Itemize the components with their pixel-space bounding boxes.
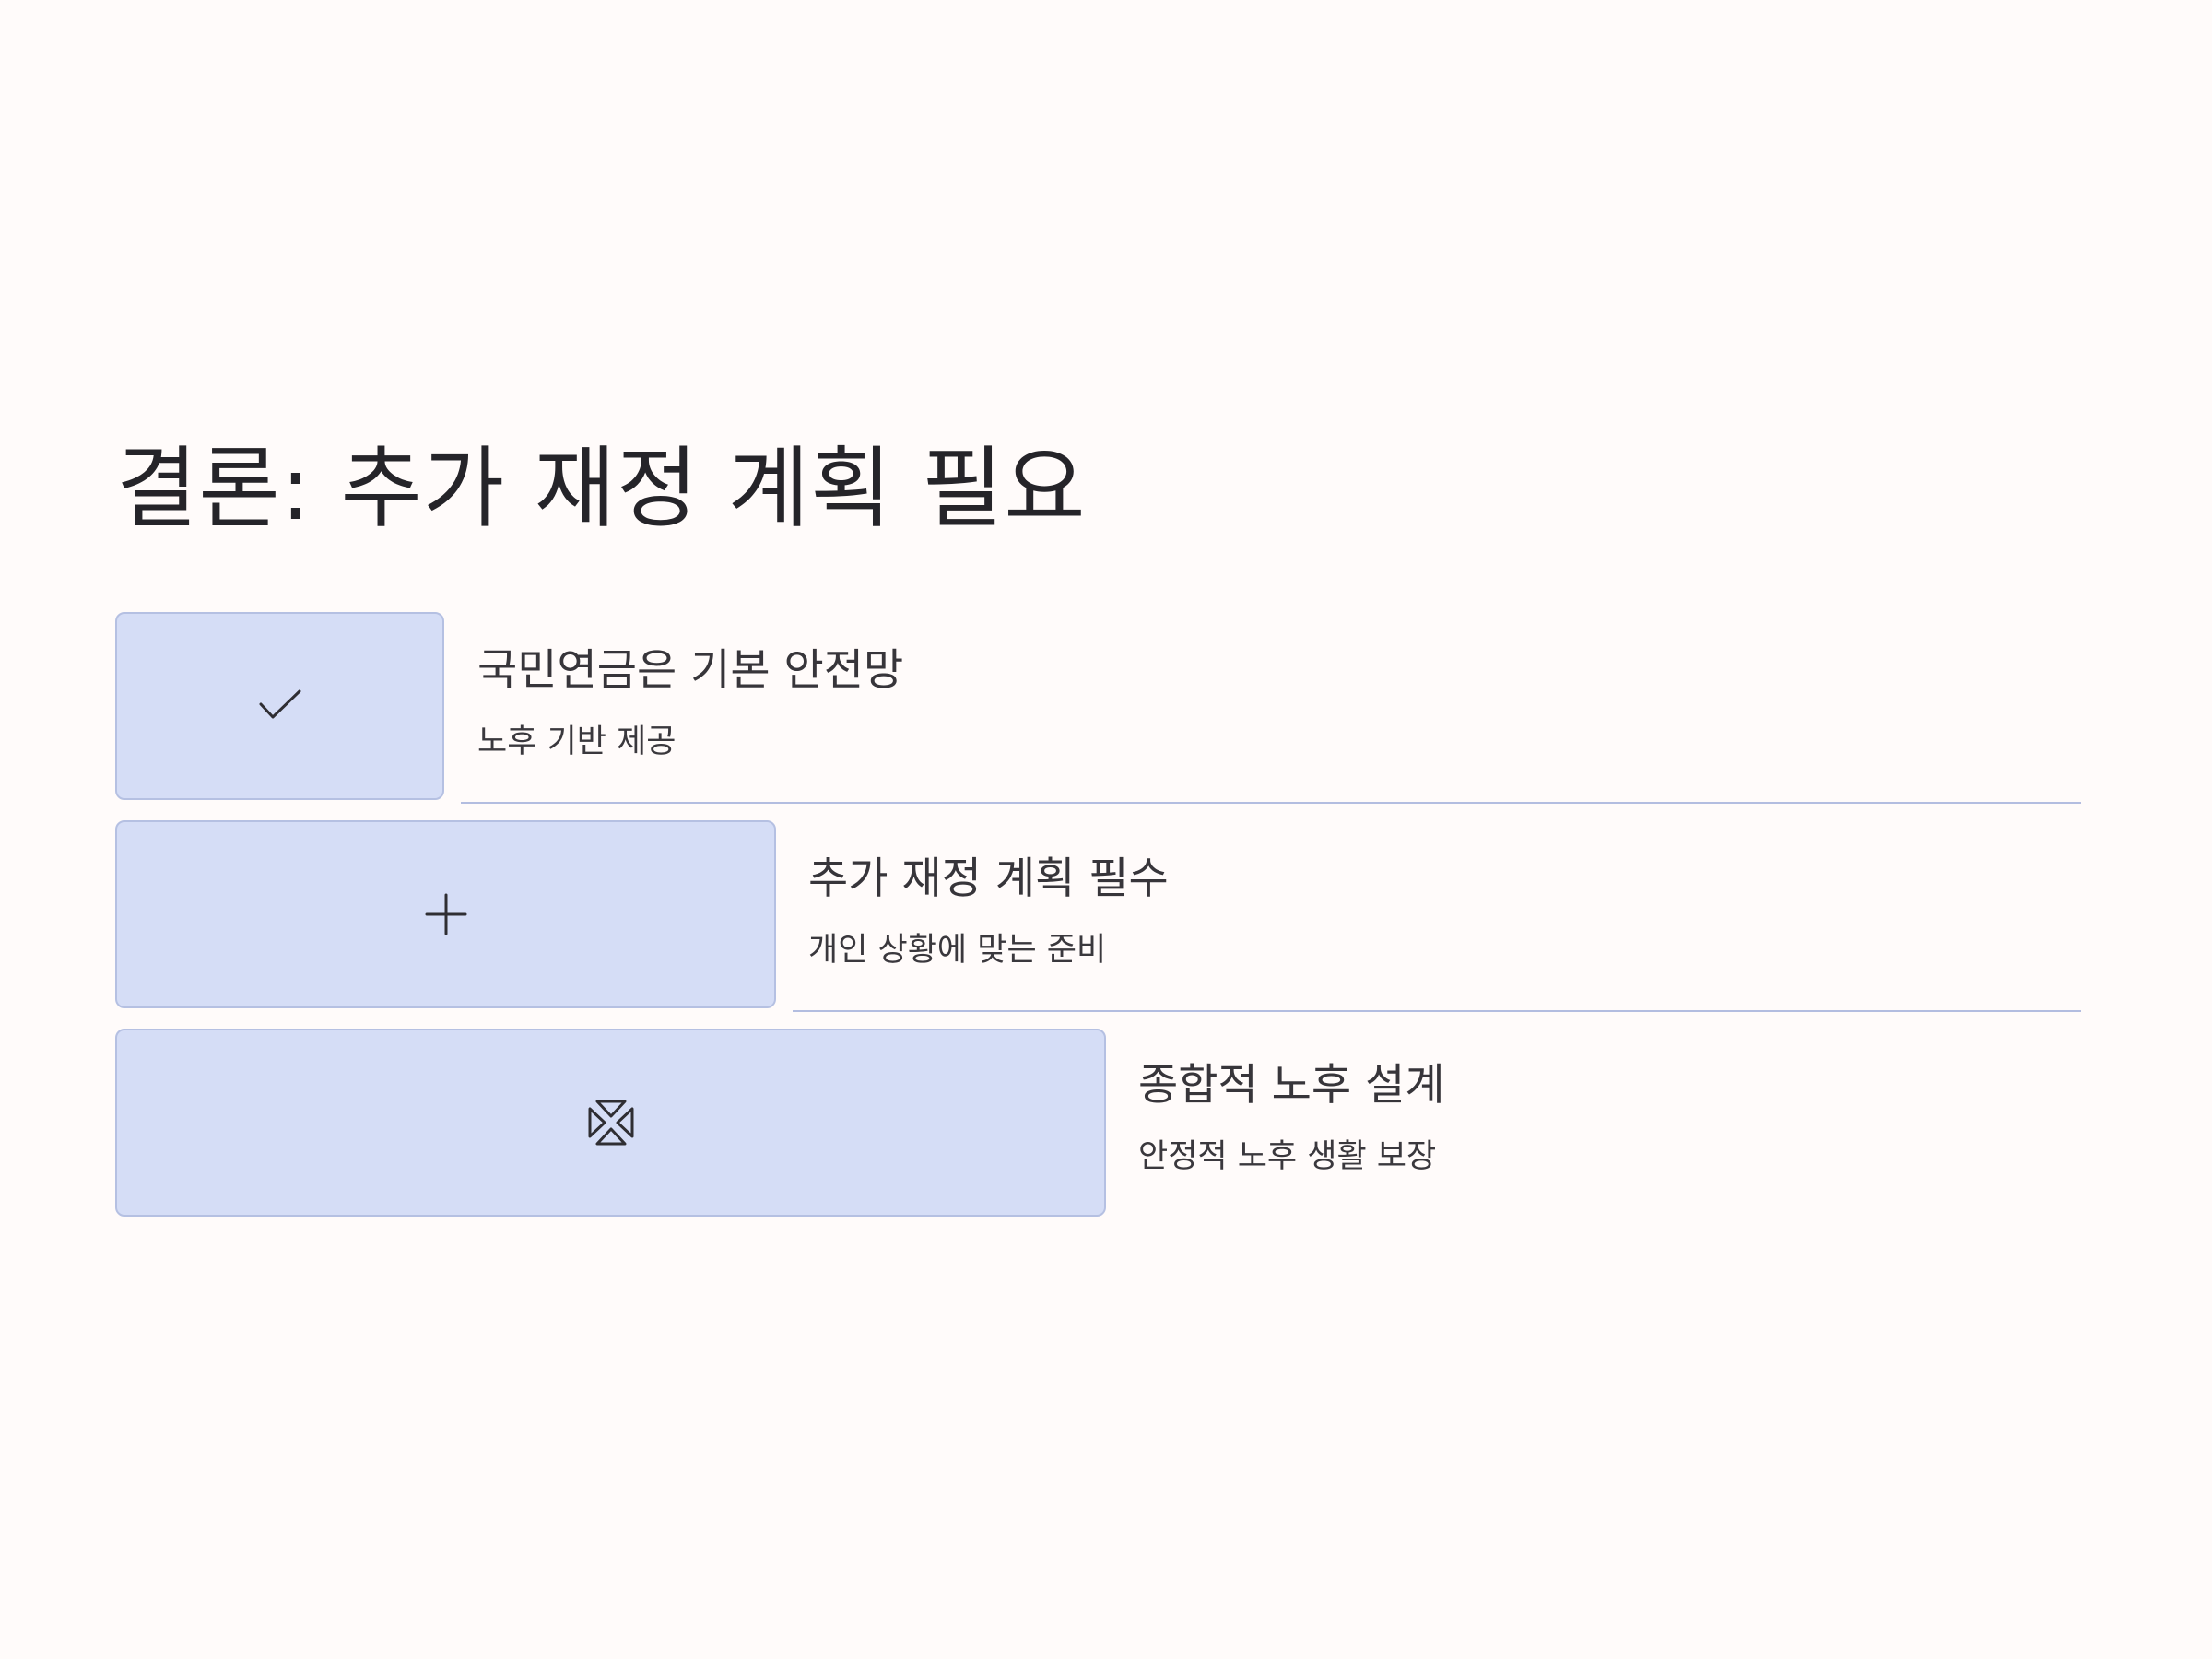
- step-2-divider: [793, 1010, 2081, 1012]
- step-3-subtitle: 안정적 노후 생활 보장: [1138, 1138, 1437, 1175]
- step-1-divider: [461, 802, 2081, 804]
- checkmark-icon: [257, 688, 303, 724]
- step-1-title: 국민연금은 기본 안전망: [477, 645, 904, 696]
- step-3-title: 종합적 노후 설계: [1138, 1060, 1445, 1111]
- plus-icon: [425, 893, 467, 935]
- step-1-subtitle: 노후 기반 제공: [477, 724, 677, 760]
- step-3-box: [115, 1029, 1106, 1217]
- compress-arrows-icon: [586, 1098, 636, 1147]
- step-2-box: [115, 820, 776, 1008]
- step-2-subtitle: 개인 상황에 맞는 준비: [808, 932, 1107, 969]
- step-1-box: [115, 612, 444, 800]
- slide-title: 결론: 추가 재정 계획 필요: [116, 437, 1087, 540]
- step-2-title: 추가 재정 계획 필수: [808, 853, 1169, 904]
